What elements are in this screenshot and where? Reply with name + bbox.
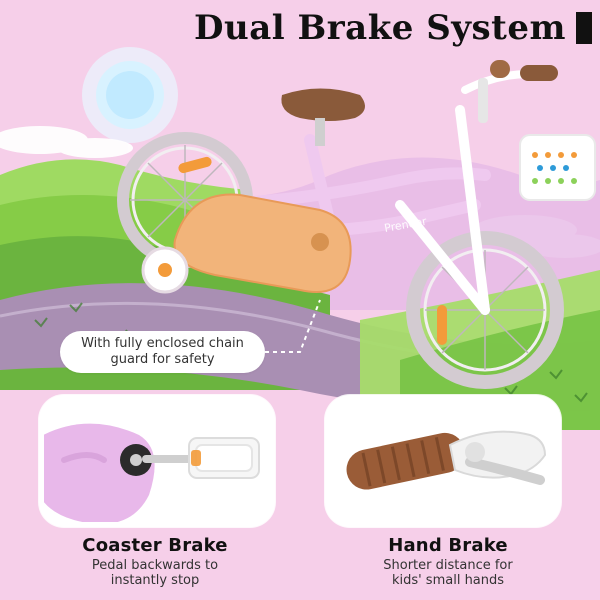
coaster-brake-detail-card [44,400,270,522]
sun-icon [82,47,178,143]
callout-line-1: With fully enclosed chain [81,336,244,351]
chain-guard-callout: With fully enclosed chain guard for safe… [60,331,265,373]
kids-bike: Prendor [117,60,596,389]
hand-brake-desc: Shorter distance for kids' small hands [318,558,578,588]
hand-brake-label: Hand Brake Shorter distance for kids' sm… [318,535,578,588]
page-title: Dual Brake System [194,8,566,48]
callout-leader [265,299,321,353]
callout-line-2: guard for safety [110,352,215,367]
coaster-brake-desc-line-2: instantly stop [110,573,200,588]
coaster-brake-label: Coaster Brake Pedal backwards to instant… [25,535,285,588]
hand-brake-desc-line-2: kids' small hands [391,573,505,588]
coaster-brake-desc-line-1: Pedal backwards to [91,558,219,573]
coaster-brake-desc: Pedal backwards to instantly stop [25,558,285,588]
coaster-brake-title: Coaster Brake [82,535,228,556]
coaster-brake-illustration [44,400,270,522]
hand-brake-desc-line-1: Shorter distance for [383,558,513,573]
saddle [281,88,365,121]
title-bar: Dual Brake System [194,8,592,48]
title-marker [576,12,592,44]
chain-guard [173,193,352,293]
handlebar [461,60,558,123]
hand-brake-illustration [330,400,556,522]
hand-brake-title: Hand Brake [388,535,508,556]
basket [519,134,596,201]
training-wheel [141,246,189,294]
hand-brake-detail-card [330,400,556,522]
